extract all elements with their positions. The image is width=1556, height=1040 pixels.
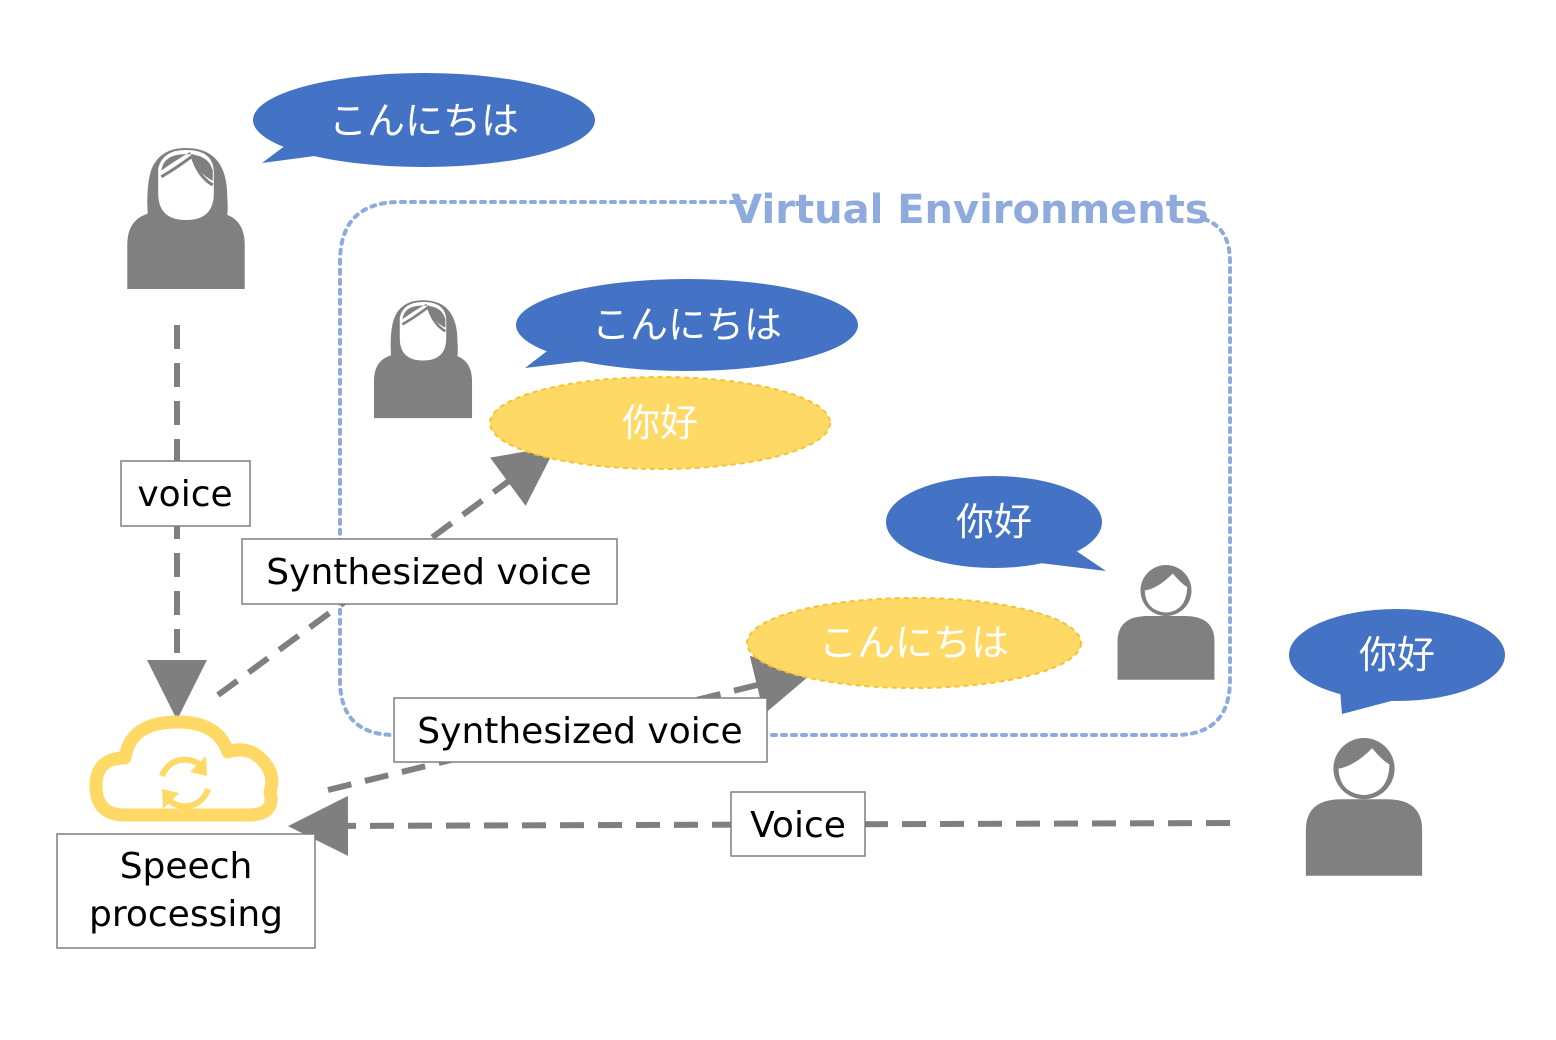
svg-text:你好: 你好 [956, 500, 1032, 544]
voice-label-right: Voice [730, 791, 866, 857]
svg-text:processing: processing [89, 894, 283, 935]
svg-text:你好: 你好 [1359, 633, 1435, 677]
synth-bubble-avatar-zh: 你好 [489, 376, 831, 470]
svg-text:Synthesized voice: Synthesized voice [417, 711, 742, 752]
svg-text:Synthesized voice: Synthesized voice [266, 552, 591, 593]
virtual-environment-title: Virtual Environments [731, 187, 1208, 233]
person-male-icon [1305, 738, 1423, 876]
synth-bubble-avatar-ja: こんにちは [746, 597, 1082, 689]
synthesized-voice-label-2: Synthesized voice [393, 697, 768, 763]
svg-text:voice: voice [137, 474, 232, 515]
voice-label: voice [120, 460, 251, 527]
speech-bubble-avatar-ja: こんにちは [516, 279, 858, 371]
svg-text:こんにちは: こんにちは [819, 621, 1009, 665]
svg-text:こんにちは: こんにちは [329, 99, 519, 143]
person-male-icon [1117, 565, 1215, 680]
synthesized-voice-label-1: Synthesized voice [241, 538, 618, 605]
svg-text:你好: 你好 [622, 401, 698, 445]
cloud-sync-icon [89, 715, 279, 822]
virtual-environment-boundary [338, 200, 1232, 737]
svg-text:こんにちは: こんにちは [592, 303, 782, 347]
speech-processing-label: Speech processing [56, 833, 316, 949]
svg-text:Voice: Voice [750, 805, 846, 846]
speech-bubble-speaker-ja: こんにちは [253, 73, 595, 167]
svg-text:Speech: Speech [120, 846, 253, 887]
person-female-icon [372, 298, 474, 420]
person-female-icon [125, 146, 247, 291]
speech-bubble-speaker-zh: 你好 [1289, 609, 1505, 714]
speech-bubble-avatar-zh: 你好 [886, 476, 1106, 571]
